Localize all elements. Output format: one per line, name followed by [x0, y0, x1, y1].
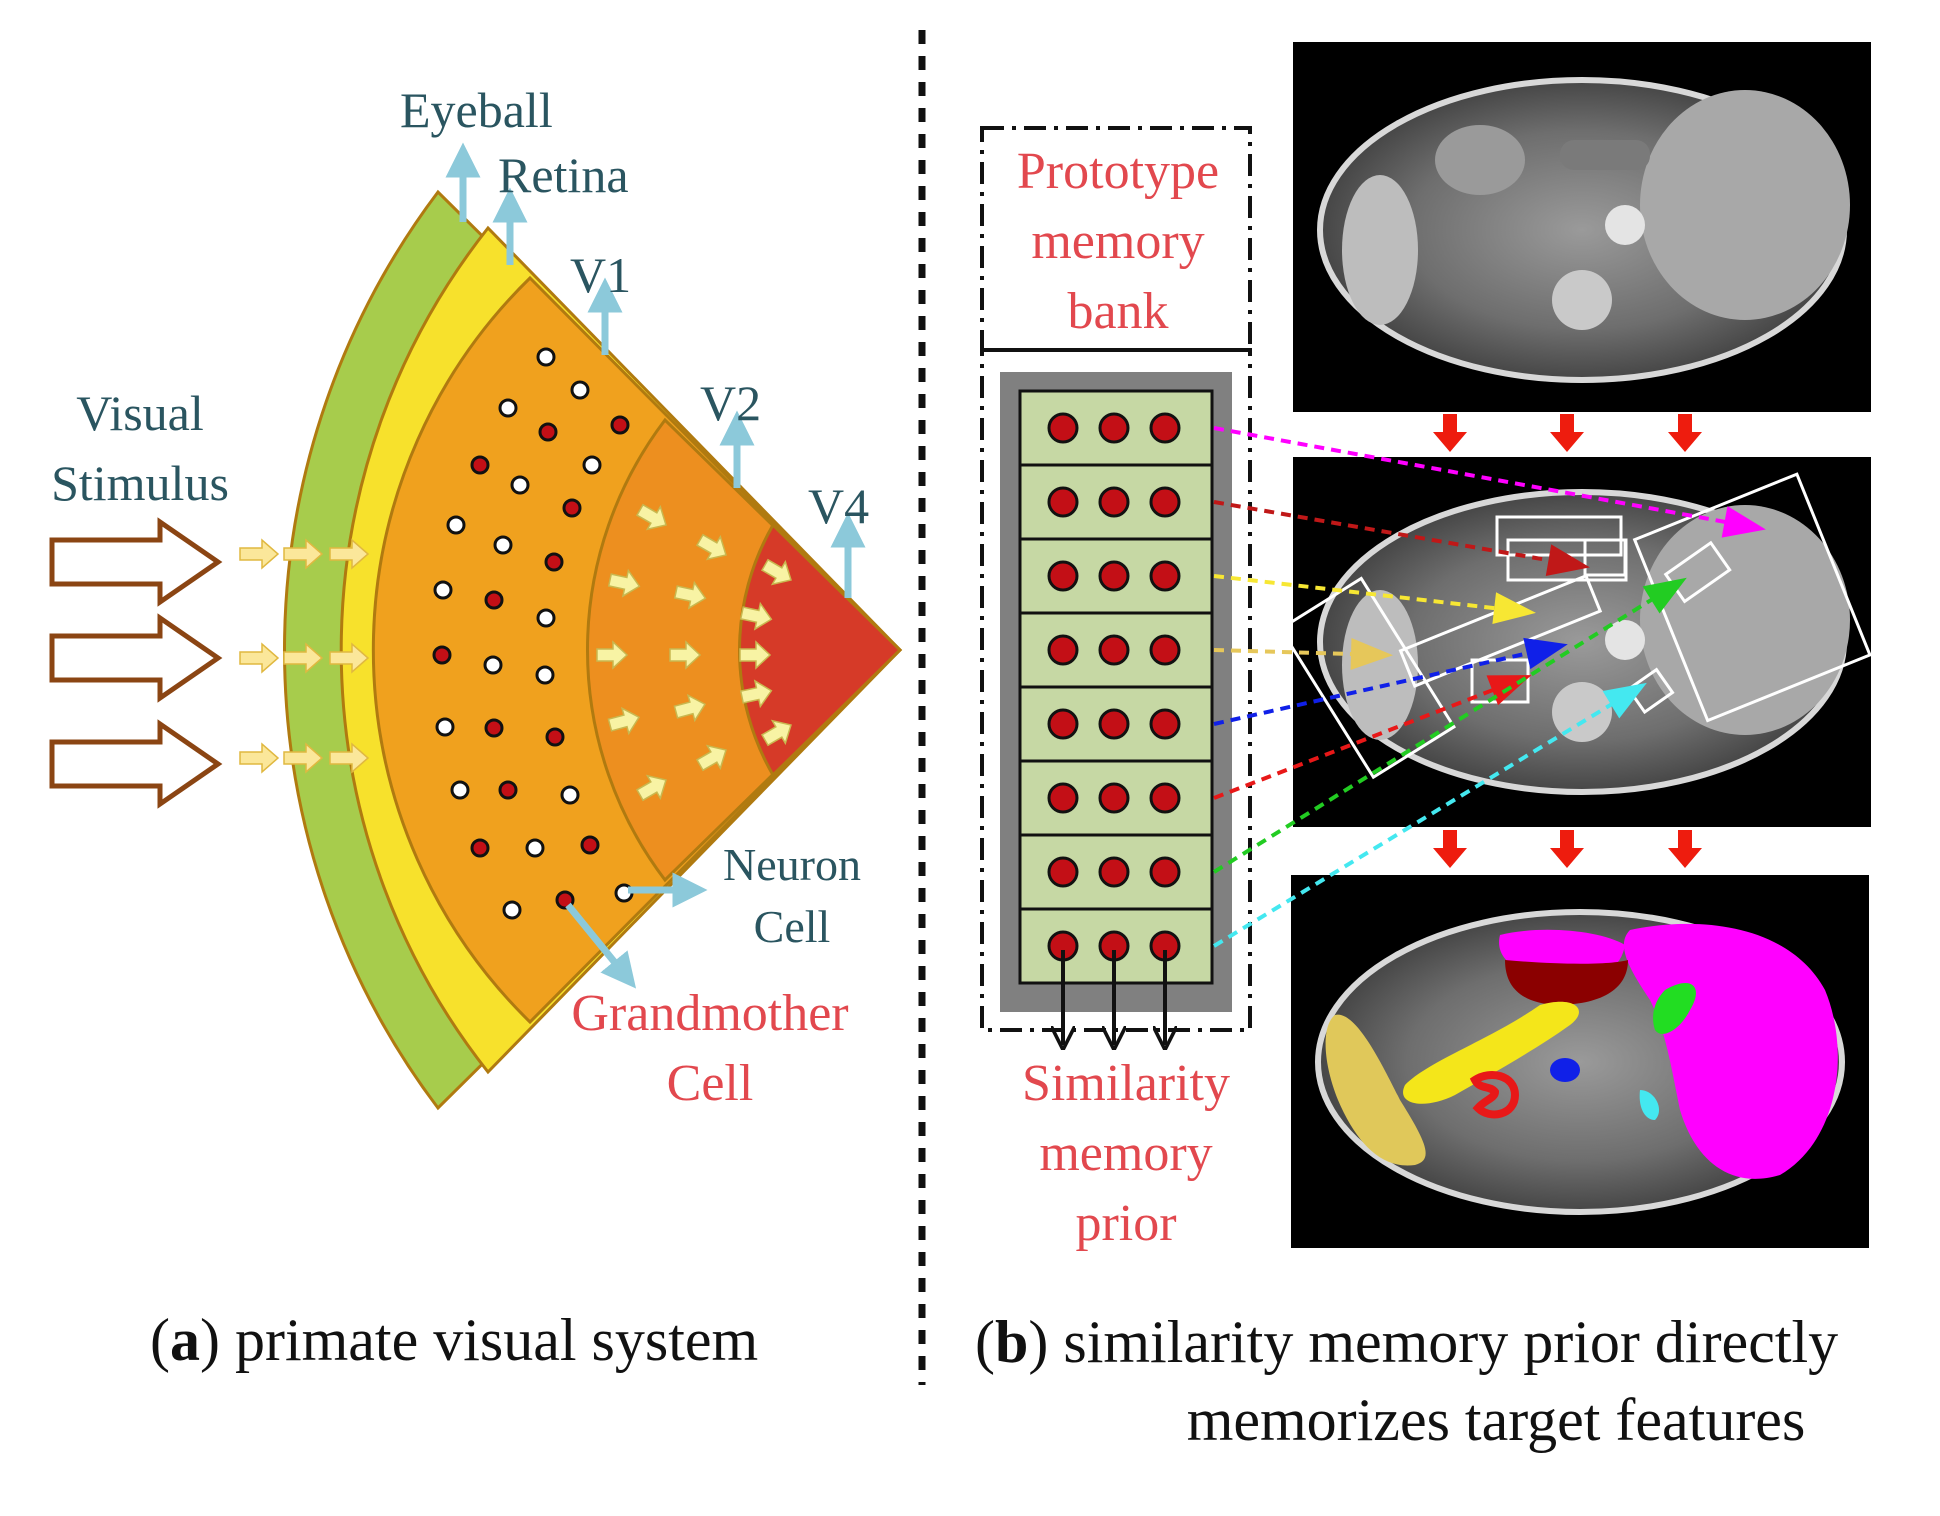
- detection-boxes: [1278, 472, 1872, 780]
- visual-stimulus-label-line2: Stimulus: [51, 455, 229, 511]
- similarity-label-line3: prior: [1075, 1195, 1176, 1252]
- stimulus-arrows: [49, 517, 223, 809]
- neuron-cells: [432, 347, 634, 920]
- visual-stimulus-label-line1: Visual: [76, 385, 204, 441]
- prototype-dot: [1098, 486, 1130, 518]
- adrenal-segment: [1639, 1090, 1660, 1120]
- prototype-dot: [1047, 634, 1079, 666]
- prototype-label-line2: memory: [1031, 213, 1204, 270]
- prototype-link-line: [1212, 685, 1642, 948]
- prototype-link-line: [1213, 500, 1583, 568]
- prototype-link-arrowhead: [1642, 577, 1687, 614]
- prototype-dot: [1047, 708, 1079, 740]
- caption-b-line2: memorizes target features: [1187, 1387, 1806, 1453]
- stimulus-arrow-3: [49, 719, 223, 809]
- vessel-segment: [1550, 1058, 1580, 1082]
- caption-b-line1: (b) similarity memory prior directly: [975, 1309, 1838, 1375]
- prototype-link-arrowhead: [1523, 637, 1568, 670]
- similarity-label-line2: memory: [1039, 1125, 1212, 1182]
- duodenum-segment: [1469, 1071, 1520, 1119]
- prototype-label-line3: bank: [1067, 283, 1168, 340]
- prototype-dot: [1149, 486, 1181, 518]
- prototype-link-line: [1213, 676, 1525, 800]
- prototype-link-arrowhead: [1350, 638, 1393, 670]
- stimulus-arrow-2: [49, 613, 223, 703]
- pancreas-body-segment: [1505, 960, 1628, 1005]
- signal-arrows-inner: [596, 503, 792, 802]
- neuron-cell-label-line2: Cell: [754, 901, 831, 952]
- prototype-dot: [1149, 856, 1181, 888]
- pancreas-segment: [1403, 1001, 1579, 1104]
- prototype-dot: [1098, 634, 1130, 666]
- grandmother-cell-label-line1: Grandmother: [571, 985, 848, 1042]
- memory-bank-rows: [1018, 389, 1214, 985]
- prototype-link-arrowhead: [1492, 592, 1536, 625]
- retina-label: Retina: [498, 147, 629, 203]
- prototype-dot: [1047, 856, 1079, 888]
- prototype-memory-bank-frame: [980, 126, 1252, 352]
- v1-label: V1: [570, 247, 631, 303]
- eyeball-label: Eyeball: [400, 82, 553, 138]
- stimulus-arrow-1: [49, 517, 223, 607]
- prototype-dot: [1047, 560, 1079, 592]
- v4-label: V4: [808, 478, 869, 534]
- prototype-link-line: [1213, 574, 1529, 614]
- panel-b: Prototype memory bank Similarity memory …: [975, 42, 1872, 1453]
- prototype-dot: [1047, 412, 1079, 444]
- prototype-dot: [1149, 560, 1181, 592]
- prototype-dot: [1149, 634, 1181, 666]
- ct-scan-bottom: [1291, 875, 1869, 1248]
- similarity-output-arrows: [1063, 950, 1165, 1045]
- signal-arrows-outer: [239, 538, 370, 774]
- prototype-dot: [1098, 856, 1130, 888]
- prototype-dot: [1149, 782, 1181, 814]
- prototype-dot: [1098, 412, 1130, 444]
- prototype-dot: [1047, 486, 1079, 518]
- layer-pointer-arrows: [445, 142, 866, 989]
- prototype-dot: [1149, 412, 1181, 444]
- prototype-link-arrowhead: [1721, 506, 1766, 538]
- prototype-dot: [1149, 708, 1181, 740]
- similarity-label-line1: Similarity: [1022, 1055, 1230, 1112]
- prototype-link-arrowhead: [1545, 544, 1590, 576]
- v2-label: V2: [700, 375, 761, 431]
- prototype-dot: [1098, 782, 1130, 814]
- prototype-label-line1: Prototype: [1017, 143, 1219, 200]
- panel-a: Eyeball Retina V1 V2 V4 Visual Stimulus …: [49, 82, 903, 1373]
- v4-layer: [738, 522, 903, 778]
- prototype-dot: [1098, 560, 1130, 592]
- prototype-dot: [1047, 782, 1079, 814]
- spleen-tail-segment: [1653, 982, 1696, 1034]
- prototype-link-line: [1213, 644, 1561, 726]
- flow-arrows: [1433, 414, 1702, 868]
- grandmother-cell-label-line2: Cell: [667, 1055, 754, 1112]
- prototype-dot: [1098, 708, 1130, 740]
- caption-a: (a) primate visual system: [150, 1307, 758, 1373]
- ct-scan-middle: [1278, 457, 1872, 827]
- kidney-segment: [1325, 1014, 1426, 1166]
- neuron-cell-label-line1: Neuron: [723, 839, 861, 890]
- prototype-links: [1212, 426, 1766, 948]
- ct-scan-top: [1293, 42, 1871, 412]
- prototype-link-arrowhead: [1602, 682, 1647, 719]
- prototype-link-line: [1212, 580, 1682, 874]
- prototype-link-line: [1213, 426, 1759, 530]
